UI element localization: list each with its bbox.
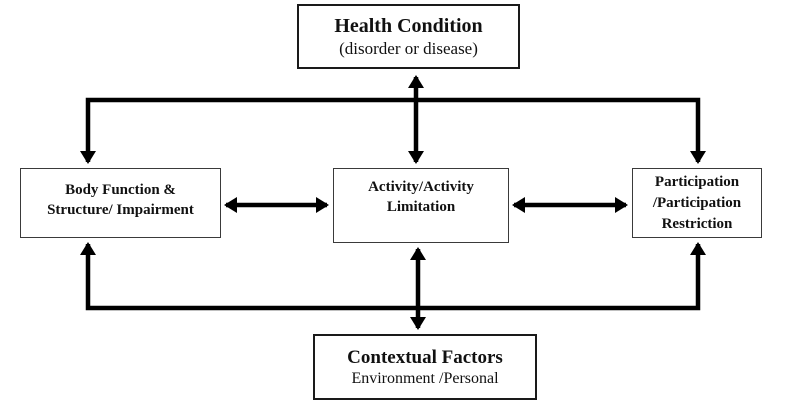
activity-line-1: Activity/Activity bbox=[368, 178, 474, 195]
body-function-line-1: Body Function & bbox=[65, 182, 176, 198]
contextual-factors-title: Contextual Factors bbox=[347, 346, 503, 368]
participation-restriction-box: Participation /Participation Restriction bbox=[632, 168, 762, 238]
contextual-factors-subtitle: Environment /Personal bbox=[351, 369, 499, 387]
activity-line-2: Limitation bbox=[386, 198, 456, 215]
participation-line-3: Restriction bbox=[661, 215, 733, 232]
health-condition-title: Health Condition bbox=[334, 15, 483, 37]
body-function-box: Body Function & Structure/ Impairment bbox=[20, 168, 221, 238]
activity-limitation-box: Activity/Activity Limitation bbox=[333, 168, 509, 243]
contextual-factors-box: Contextual Factors Environment /Personal bbox=[313, 334, 537, 400]
participation-line-2: /Participation bbox=[652, 194, 742, 211]
top-bracket-arrow bbox=[80, 97, 706, 164]
health-condition-box: Health Condition (disorder or disease) bbox=[297, 4, 520, 69]
bottom-bracket-arrow bbox=[80, 242, 706, 311]
participation-line-1: Participation bbox=[654, 173, 740, 190]
body-function-line-2: Structure/ Impairment bbox=[47, 202, 194, 218]
health-condition-subtitle: (disorder or disease) bbox=[339, 39, 478, 58]
